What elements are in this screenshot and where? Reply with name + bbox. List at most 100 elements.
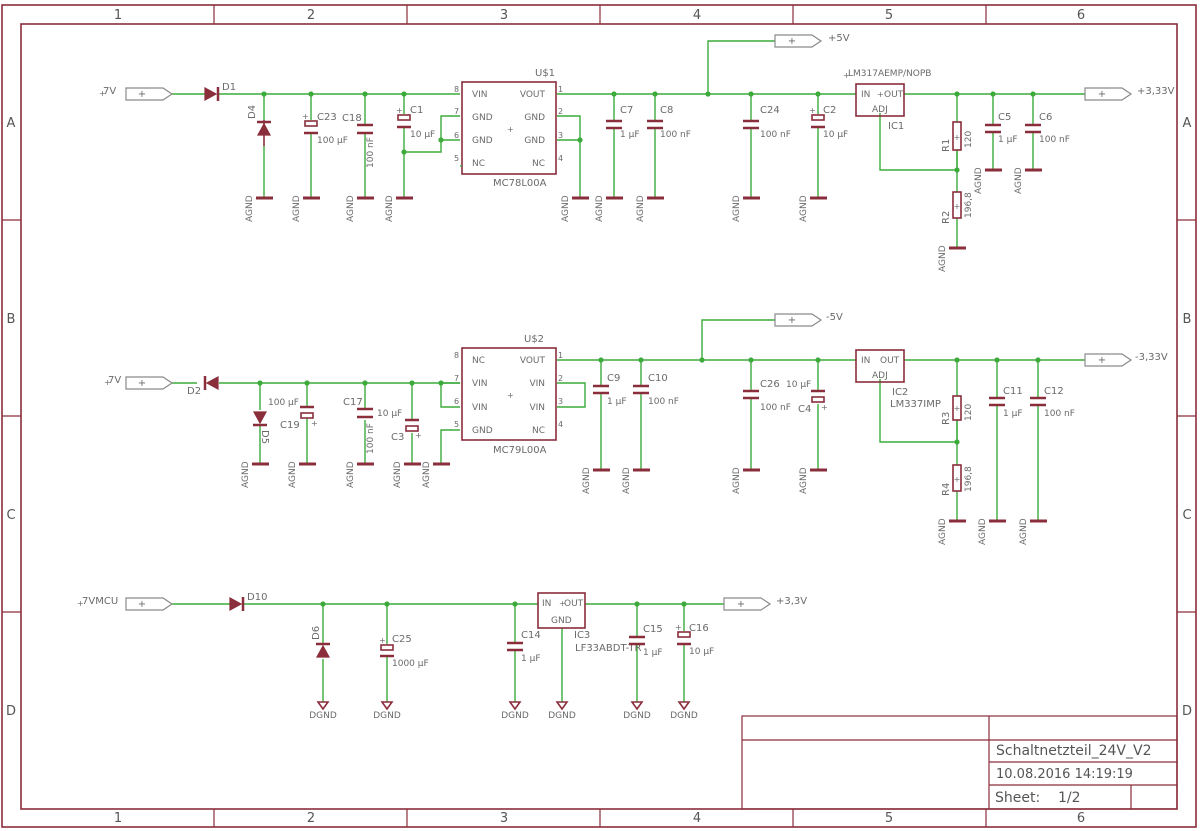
pin-number: 5 (454, 154, 459, 163)
column-label: 1 (114, 811, 122, 826)
capacitor-c9: C9 1 µF (593, 373, 627, 407)
capacitor-c1-name: C1 (410, 105, 423, 116)
pin-number: 1 (558, 85, 563, 94)
pin-number: 8 (454, 85, 459, 94)
column-label: 2 (307, 8, 315, 23)
capacitor-c14-name: C14 (521, 630, 541, 641)
pin-label: GND (472, 136, 493, 146)
ground-label: AGND (622, 467, 632, 494)
capacitor-c26-value: 100 nF (760, 403, 791, 413)
net-port-5v-out: + +5V (774, 33, 850, 48)
pin-label: VIN (472, 379, 488, 389)
diode-d1-label: D1 (222, 82, 236, 93)
svg-text:+: + (954, 202, 961, 211)
capacitor-c23-name: C23 (317, 112, 337, 123)
pin-label: IN (861, 356, 870, 366)
svg-text:+: + (507, 125, 514, 134)
title-block-date: 10.08.2016 14:19:19 (996, 767, 1133, 782)
capacitor-c19-name: C19 (280, 420, 300, 431)
pin-label: OUT (884, 90, 904, 100)
pin-label: NC (472, 159, 485, 169)
capacitor-c1-value: 10 µF (410, 130, 435, 140)
capacitor-c12: C12 100 nF (1030, 386, 1075, 419)
svg-text:+: + (877, 90, 884, 99)
ground-label: AGND (288, 461, 298, 488)
pin-number: 4 (558, 420, 563, 429)
ground-label: DGND (309, 711, 337, 721)
ground-label: DGND (548, 711, 576, 721)
diode-d2-label: D2 (187, 386, 201, 397)
title-block-sheet-value: 1/2 (1058, 790, 1081, 806)
net-label-33v: +3,3V (776, 596, 807, 607)
capacitor-c14: C14 1 µF (507, 630, 541, 664)
ground-label: AGND (938, 518, 948, 545)
ground-symbols-row1: AGND AGND AGND AGND AGND AGND AGND AGND … (245, 167, 1042, 272)
capacitor-c6-value: 100 nF (1039, 135, 1070, 145)
svg-text:+: + (1098, 89, 1106, 100)
resistor-r4-value: 196,8 (964, 466, 974, 492)
pin-number: 2 (558, 107, 563, 116)
pin-label: NC (532, 159, 545, 169)
svg-text:+: + (507, 391, 514, 400)
ground-label: AGND (799, 467, 809, 494)
column-label: 1 (114, 8, 122, 23)
diode-d10-label: D10 (247, 592, 267, 603)
column-label: 6 (1077, 811, 1085, 826)
regulator-ic1-name: IC1 (888, 121, 904, 132)
pin-label: NC (472, 356, 485, 366)
capacitor-c24-name: C24 (760, 105, 780, 116)
resistor-r2: + R2 196,8 (941, 191, 974, 224)
svg-text:+: + (138, 89, 146, 100)
resistor-r3-value: 120 (964, 404, 974, 421)
title-block: Schaltnetzteil_24V_V2 10.08.2016 14:19:1… (741, 715, 1178, 810)
capacitor-c2-name: C2 (823, 105, 836, 116)
pin-label: VIN (529, 403, 545, 413)
capacitor-c5-name: C5 (998, 112, 1011, 123)
ground-label: AGND (974, 167, 984, 194)
row-label: B (1183, 312, 1192, 327)
capacitor-c19-value: 100 µF (268, 398, 299, 408)
capacitor-c18: C18 100 nF (342, 113, 376, 168)
resistor-r3: + R3 120 (941, 395, 974, 425)
capacitor-c12-value: 100 nF (1044, 409, 1075, 419)
capacitor-c3: + 10 µF C3 (377, 409, 422, 443)
pin-number: 6 (454, 397, 459, 406)
capacitor-c24: C24 100 nF (743, 105, 791, 140)
pin-number: 3 (558, 131, 563, 140)
pin-number: 1 (558, 351, 563, 360)
diode-d4-label: D4 (247, 105, 258, 119)
net-port-7v-in-2: + 7V + (104, 375, 174, 390)
section-negative-rail: + 7V + D2 D5 + 100 µF C19 C17 100 nF (104, 312, 1168, 545)
capacitor-c25-name: C25 (392, 634, 412, 645)
capacitor-c11-value: 1 µF (1003, 409, 1023, 419)
pin-label: OUT (564, 599, 584, 609)
svg-text:+: + (843, 71, 850, 80)
diode-d10: D10 (229, 592, 267, 612)
ground-label: AGND (346, 195, 356, 222)
column-label: 3 (500, 811, 508, 826)
column-label: 5 (885, 8, 893, 23)
capacitor-c26: C26 100 nF (743, 379, 791, 413)
diode-d5-label: D5 (259, 430, 270, 444)
pin-label: OUT (880, 356, 900, 366)
svg-text:+: + (396, 106, 403, 115)
pin-number: 7 (454, 107, 459, 116)
net-label-333v: +3,33V (1137, 86, 1175, 97)
net-label-7v: 7V (108, 375, 121, 386)
regulator-ic1-value: LM317AEMP/NOPB (848, 69, 931, 79)
diode-d1: D1 (204, 82, 236, 102)
column-label: 6 (1077, 8, 1085, 23)
net-label-7v: 7V (103, 86, 116, 97)
resistor-r1: + R1 120 (941, 121, 974, 152)
ground-label: AGND (241, 461, 251, 488)
capacitor-c5: C5 1 µF (985, 112, 1018, 145)
capacitor-c10-value: 100 nF (648, 397, 679, 407)
regulator-ic3-name: IC3 (574, 630, 590, 641)
capacitor-c26-name: C26 (760, 379, 780, 390)
section-mcu-rail: + 7VMCU + D10 D6 + C25 1000 µF C14 1 µF (77, 592, 807, 721)
ground-label: AGND (732, 195, 742, 222)
net-label-7vmcu: 7VMCU (82, 596, 118, 607)
resistor-r2-name: R2 (941, 211, 952, 224)
net-port-33v-out: + +3,3V (723, 596, 807, 611)
